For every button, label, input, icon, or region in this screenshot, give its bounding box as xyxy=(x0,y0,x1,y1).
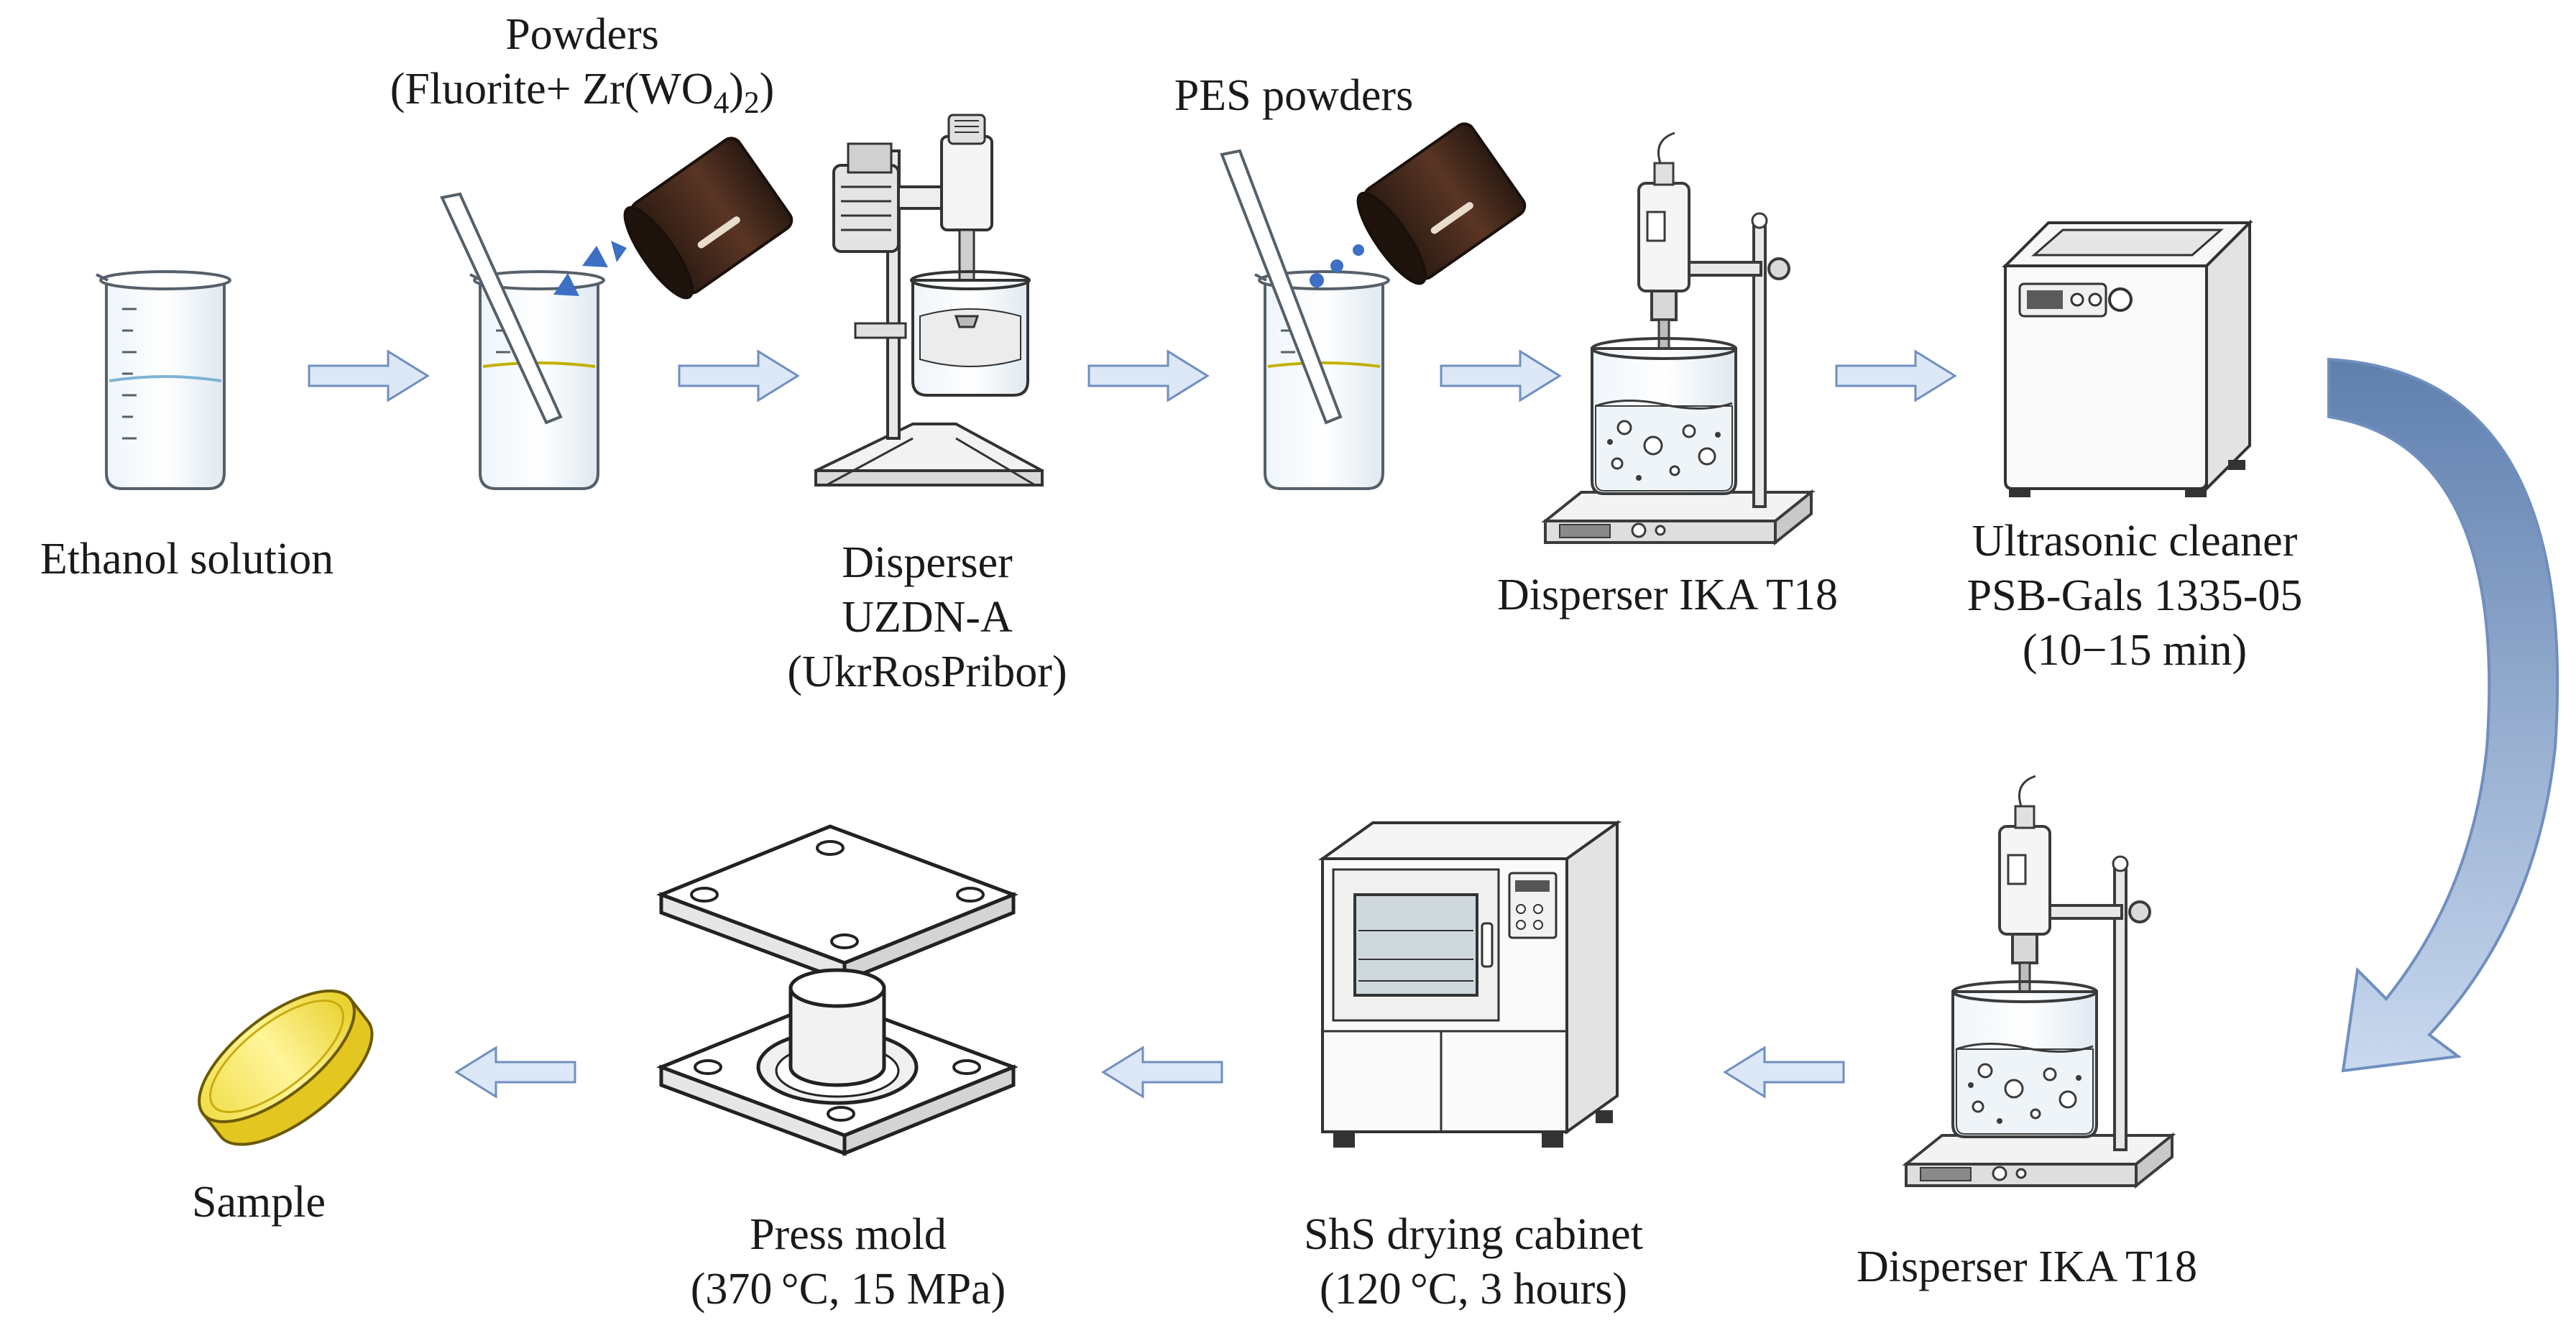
disperser-uzdn-label: Disperser UZDN-A (UkrRosPribor) xyxy=(787,538,1067,696)
stir-rod-icon xyxy=(440,192,563,425)
powders-label: Powders (Fluorite+ Zr(WO4)2) xyxy=(390,10,775,121)
disperser-ika-bottom-label: Disperser IKA T18 xyxy=(1856,1242,2198,1291)
drying-cabinet-label: ShS drying cabinet (120 °C, 3 hours) xyxy=(1304,1210,1643,1314)
disperser-ika-top-label: Disperser IKA T18 xyxy=(1496,571,1839,619)
hotplate-disperser-icon xyxy=(1905,775,2174,1187)
ultrasonic-cleaner-icon xyxy=(2002,219,2253,497)
ethanol-beaker-icon xyxy=(95,270,231,490)
powder-jar-icon xyxy=(623,137,794,300)
press-mold-label: Press mold (370 °C, 15 MPa) xyxy=(690,1210,1006,1314)
ultrasonic-label: Ultrasonic cleaner PSB-Gals 1335-05 (10−… xyxy=(1966,517,2303,675)
sample-disc-icon xyxy=(198,989,374,1146)
flow-arrow-icon xyxy=(1102,1046,1223,1098)
ethanol-label: Ethanol solution xyxy=(40,535,334,584)
curved-flow-arrow-icon xyxy=(2327,357,2559,1073)
flow-arrow-icon xyxy=(1440,350,1561,402)
flow-arrow-icon xyxy=(1087,350,1209,402)
drying-cabinet-icon xyxy=(1317,820,1622,1148)
flow-arrow-icon xyxy=(1724,1046,1845,1098)
hotplate-disperser-icon xyxy=(1544,132,1813,544)
sample-label: Sample xyxy=(192,1178,326,1227)
powder-jar-icon xyxy=(1356,122,1527,285)
particles-icon xyxy=(553,241,627,296)
flow-arrow-icon xyxy=(678,350,799,402)
flow-arrow-icon xyxy=(455,1046,576,1098)
disperser-uzdn-icon xyxy=(814,114,1044,486)
press-mold-icon xyxy=(656,824,1018,1156)
stir-rod-icon xyxy=(1220,149,1343,425)
pes-label: PES powders xyxy=(1174,71,1414,120)
flow-arrow-icon xyxy=(308,350,429,402)
flow-arrow-icon xyxy=(1835,350,1956,402)
